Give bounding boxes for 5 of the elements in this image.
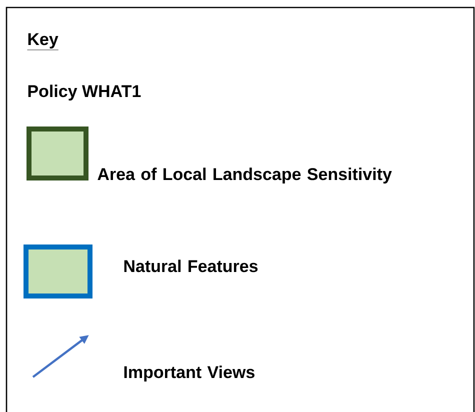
legend-text: Natural Features	[124, 260, 258, 272]
legend-text: Area of Local Landscape Sensitivity	[98, 168, 392, 184]
policy-label: Policy WHAT1	[28, 84, 141, 101]
key-heading: Key	[27, 33, 59, 50]
legend-text: Important Views	[124, 366, 254, 382]
